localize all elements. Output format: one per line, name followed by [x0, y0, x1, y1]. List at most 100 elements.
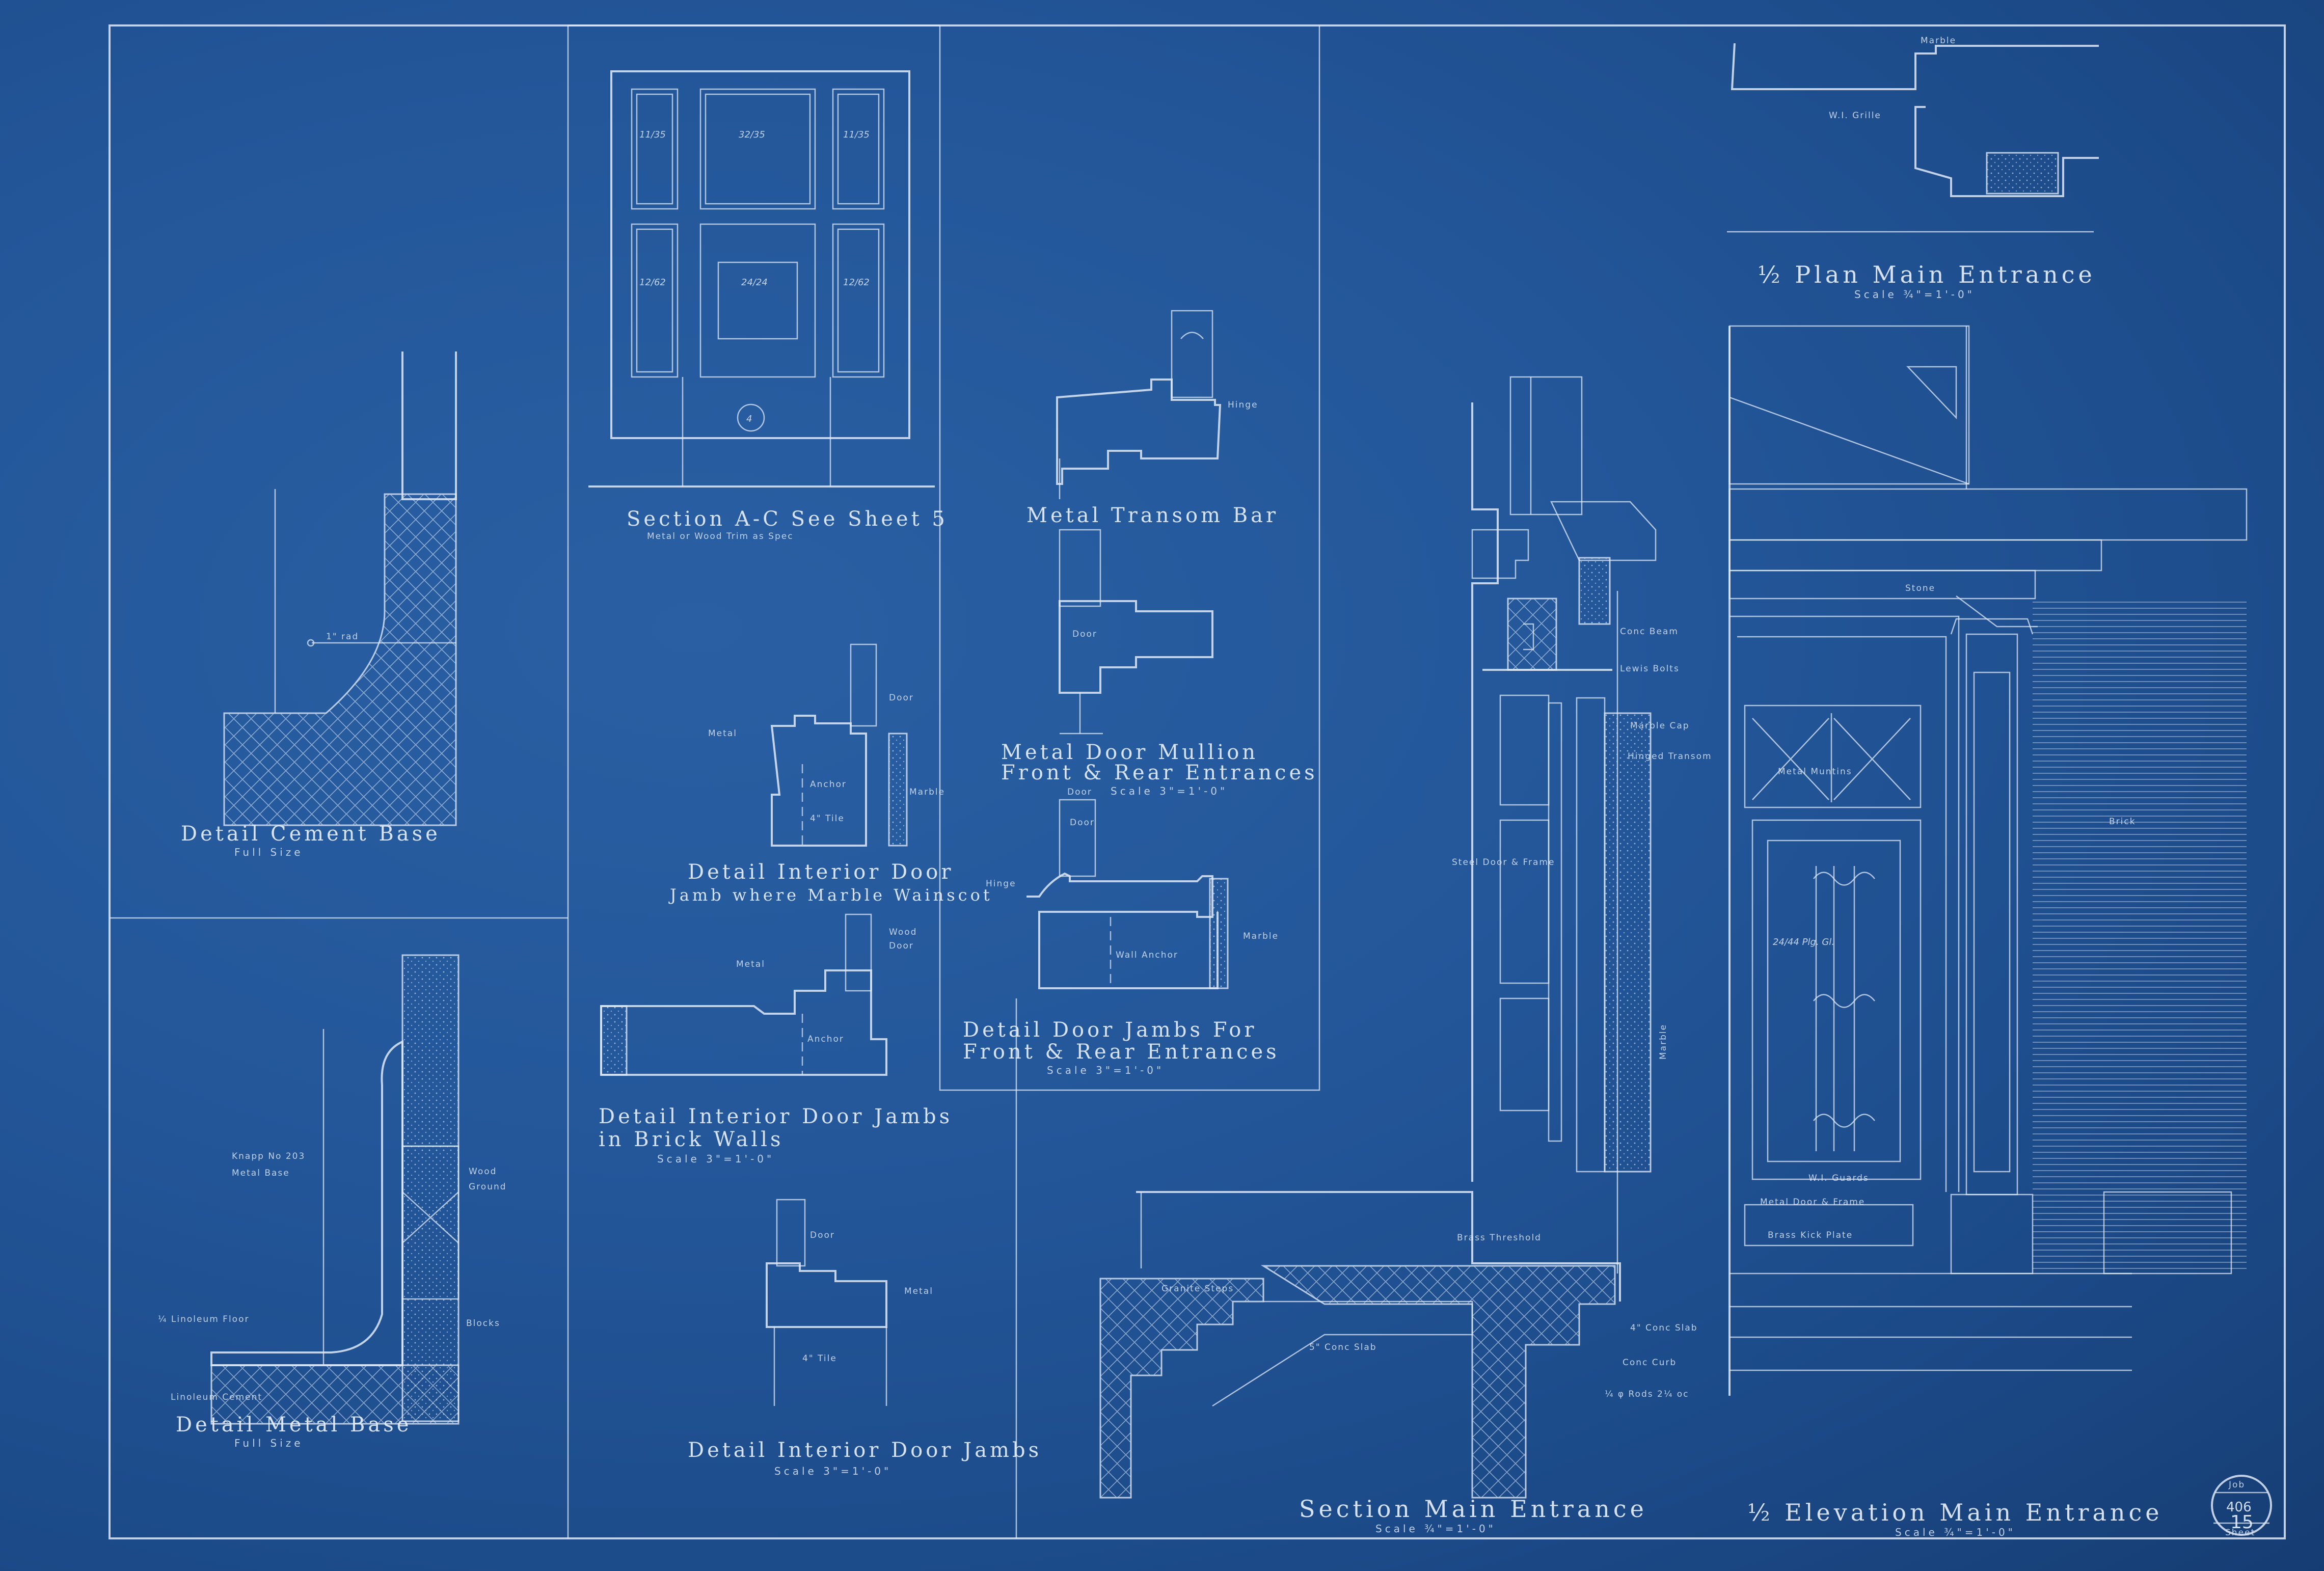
- section-note-11: ¼ φ Rods 2¼ oc: [1605, 1389, 1689, 1399]
- door-mullion-title-2: Front & Rear Entrances: [1001, 761, 1318, 784]
- interior-door-marble-title-1: Detail Interior Door: [688, 860, 954, 884]
- door-jambs-front-title-1: Detail Door Jambs For: [963, 1018, 1257, 1042]
- cement-base-scale: Full Size: [234, 846, 304, 858]
- section-note-5: Marble: [1658, 1024, 1668, 1060]
- section-note-4: Steel Door & Frame: [1452, 857, 1555, 868]
- plan-note-marble: Marble: [1921, 36, 1956, 46]
- transom-bar-drawing: [1056, 310, 1222, 499]
- plan-main-title: ½ Plan Main Entrance: [1758, 261, 2096, 288]
- sheet-label: Sheet: [2225, 1528, 2255, 1538]
- interior-door-brick-scale: Scale 3"=1'-0": [657, 1153, 774, 1165]
- metal-base-note-6: Linoleum Cement: [171, 1392, 262, 1402]
- section-ac-title: Section A-C See Sheet 5: [627, 507, 948, 531]
- marble-note-anchor: Anchor: [810, 779, 847, 790]
- interior-door-marble-title-2: Jamb where Marble Wainscot: [668, 885, 993, 905]
- interior-door-marble-drawing: [770, 643, 908, 847]
- transom-note-door: Door: [1072, 629, 1097, 639]
- front-note-marble: Marble: [1243, 931, 1279, 941]
- cement-base-note: 1" rad: [326, 632, 359, 642]
- section-note-6: Brass Threshold: [1457, 1233, 1542, 1243]
- transom-note-hinge: Hinge: [1228, 400, 1258, 410]
- section-note-0: Conc Beam: [1620, 627, 1679, 637]
- brick-note-metal: Metal: [736, 959, 765, 969]
- metal-base-note-4: ¼ Linoleum Floor: [158, 1314, 249, 1324]
- panel-label-5: 12/62: [843, 277, 870, 288]
- elevation-note-door: Metal Door & Frame: [1760, 1197, 1865, 1207]
- section-note-2: Marble Cap: [1630, 721, 1690, 731]
- jambs-note-tile: 4" Tile: [802, 1353, 837, 1364]
- door-number: 4: [746, 414, 752, 424]
- job-number: 406: [2226, 1500, 2252, 1515]
- panel-label-0: 11/35: [639, 129, 666, 140]
- marble-note-marble: Marble: [909, 787, 945, 797]
- section-note-10: Conc Curb: [1623, 1358, 1677, 1368]
- plan-main-scale: Scale ¾"=1'-0": [1854, 288, 1975, 301]
- section-main-scale: Scale ¾"=1'-0": [1375, 1523, 1496, 1535]
- metal-base-note-2: Wood: [469, 1167, 497, 1177]
- section-main-title: Section Main Entrance: [1299, 1495, 1647, 1523]
- section-note-9: 4" Conc Slab: [1630, 1323, 1698, 1333]
- metal-base-note-1: Metal Base: [232, 1168, 290, 1178]
- panel-label-1: 32/35: [739, 129, 765, 140]
- metal-base-drawing: [210, 954, 460, 1425]
- elevation-note-stone: Stone: [1905, 583, 1935, 593]
- elevation-note-brick: Brick: [2109, 817, 2136, 827]
- jambs-note-door: Door: [810, 1230, 835, 1240]
- door-mullion-drawing: [1059, 529, 1213, 735]
- marble-note-tile: 4" Tile: [810, 814, 845, 824]
- door-jambs-front-title-2: Front & Rear Entrances: [963, 1040, 1280, 1064]
- section-note-1: Lewis Bolts: [1620, 664, 1680, 674]
- elevation-main-scale: Scale ¾"=1'-0": [1895, 1526, 2016, 1538]
- brick-note-anchor: Anchor: [807, 1034, 844, 1044]
- door-mullion-scale: Scale 3"=1'-0": [1111, 785, 1228, 797]
- front-note-door: Door: [1067, 787, 1092, 797]
- door-jambs-front-scale: Scale 3"=1'-0": [1047, 1064, 1164, 1076]
- marble-note-door: Door: [889, 693, 914, 703]
- marble-note-metal: Metal: [708, 728, 737, 739]
- interior-door-jambs-title: Detail Interior Door Jambs: [688, 1439, 1042, 1462]
- plan-main-drawing: [1727, 43, 2099, 233]
- elevation-note-glass: 24/44 Plg. Gl.: [1773, 937, 1834, 947]
- front-note-hinge: Hinge: [986, 879, 1016, 889]
- cement-base-drawing: [223, 351, 457, 826]
- cement-base-title: Detail Cement Base: [181, 822, 441, 846]
- brick-note-door: Door: [889, 941, 914, 951]
- section-ac-note: Metal or Wood Trim as Spec: [647, 531, 794, 541]
- elevation-main-drawing: [1728, 325, 2248, 1396]
- metal-base-note-5: Blocks: [466, 1318, 500, 1329]
- mullion-note-door: Door: [1070, 818, 1095, 828]
- interior-door-jambs-drawing: [766, 1199, 887, 1406]
- section-note-3: Hinged Transom: [1628, 751, 1712, 762]
- section-main-drawing: [1099, 376, 1657, 1499]
- elevation-note-kick: Brass Kick Plate: [1768, 1230, 1853, 1240]
- elevation-note-guards: W.I. Guards: [1808, 1173, 1869, 1183]
- job-label: Job: [2228, 1480, 2245, 1490]
- panel-label-2: 11/35: [843, 129, 870, 140]
- interior-door-jambs-scale: Scale 3"=1'-0": [774, 1465, 891, 1477]
- sheet-border: [109, 24, 2286, 1539]
- panel-label-3: 12/62: [639, 277, 666, 288]
- section-ac-drawing: [588, 70, 935, 487]
- brick-note-wood: Wood: [889, 927, 917, 937]
- metal-base-scale: Full Size: [234, 1437, 304, 1449]
- sheet-number: 15: [2230, 1512, 2254, 1533]
- plan-note-grille: W.I. Grille: [1829, 111, 1881, 121]
- section-note-8: 5" Conc Slab: [1309, 1342, 1377, 1352]
- title-block: [2211, 1475, 2272, 1536]
- jambs-note-metal: Metal: [904, 1286, 933, 1296]
- interior-door-brick-title-1: Detail Interior Door Jambs: [599, 1105, 953, 1128]
- panel-label-4: 24/24: [741, 277, 768, 288]
- elevation-note-muntins: Metal Muntins: [1778, 767, 1852, 777]
- door-mullion-title-1: Metal Door Mullion: [1001, 741, 1258, 764]
- metal-base-note-3: Ground: [469, 1182, 507, 1192]
- section-note-7: Granite Steps: [1161, 1284, 1234, 1294]
- interior-door-brick-title-2: in Brick Walls: [599, 1128, 784, 1151]
- interior-door-brick-drawing: [600, 913, 887, 1076]
- metal-base-title: Detail Metal Base: [176, 1413, 412, 1437]
- door-jambs-front-drawing: [1026, 799, 1229, 989]
- metal-base-note-0: Knapp No 203: [232, 1151, 305, 1161]
- transom-bar-title: Metal Transom Bar: [1026, 504, 1279, 527]
- elevation-main-title: ½ Elevation Main Entrance: [1747, 1499, 2163, 1526]
